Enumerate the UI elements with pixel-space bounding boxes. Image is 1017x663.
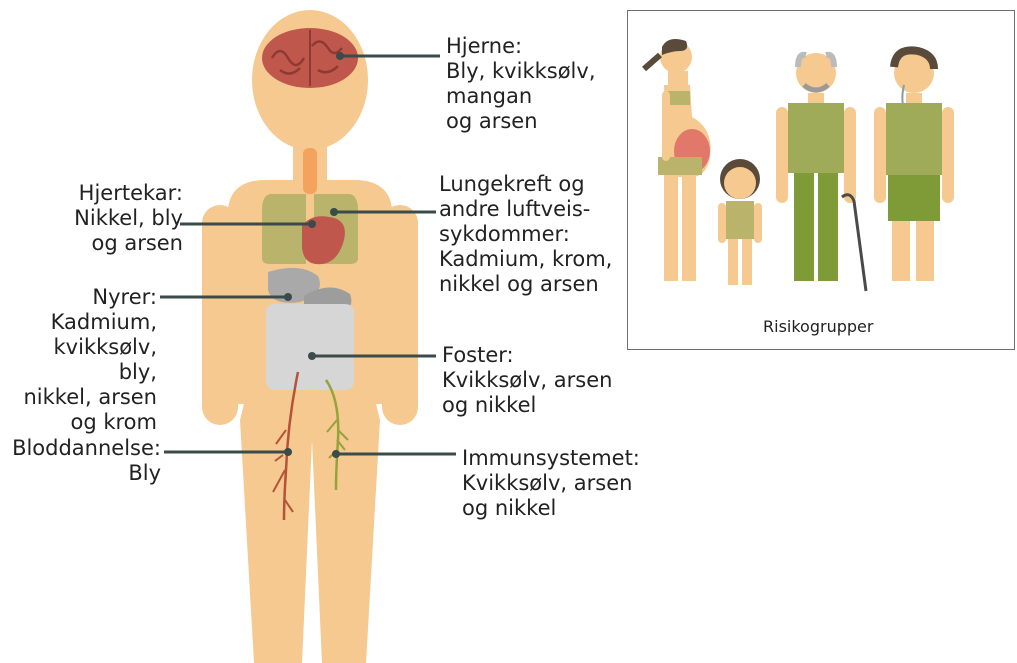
- trachea-icon: [303, 148, 317, 194]
- lungs-label: Lungekreft og andre luftveis- sykdommer:…: [439, 172, 612, 297]
- brain-label: Hjerne: Bly, kvikksølv, mangan og arsen: [446, 34, 596, 134]
- man-with-oxygen-icon: [874, 50, 954, 281]
- elderly-man-with-cane-icon: [776, 53, 866, 291]
- risk-group-figures: [628, 11, 1014, 349]
- blood-formation-label: Bloddannelse: Bly: [8, 436, 161, 486]
- immune-system-label: Immunsystemet: Kvikksølv, arsen og nikke…: [462, 446, 640, 521]
- fetus-label: Foster: Kvikksølv, arsen og nikkel: [442, 343, 612, 418]
- brain-icon: [262, 28, 358, 88]
- kidneys-label: Nyrer: Kadmium, kvikksølv, bly, nikkel, …: [10, 285, 157, 435]
- abdomen-icon: [266, 304, 354, 390]
- risk-groups-caption: Risikogrupper: [763, 317, 873, 336]
- risk-groups-panel: Risikogrupper: [627, 10, 1015, 350]
- heart-label: Hjertekar: Nikkel, bly og arsen: [40, 181, 183, 256]
- pregnant-woman-icon: [644, 39, 711, 281]
- child-icon: [718, 159, 762, 285]
